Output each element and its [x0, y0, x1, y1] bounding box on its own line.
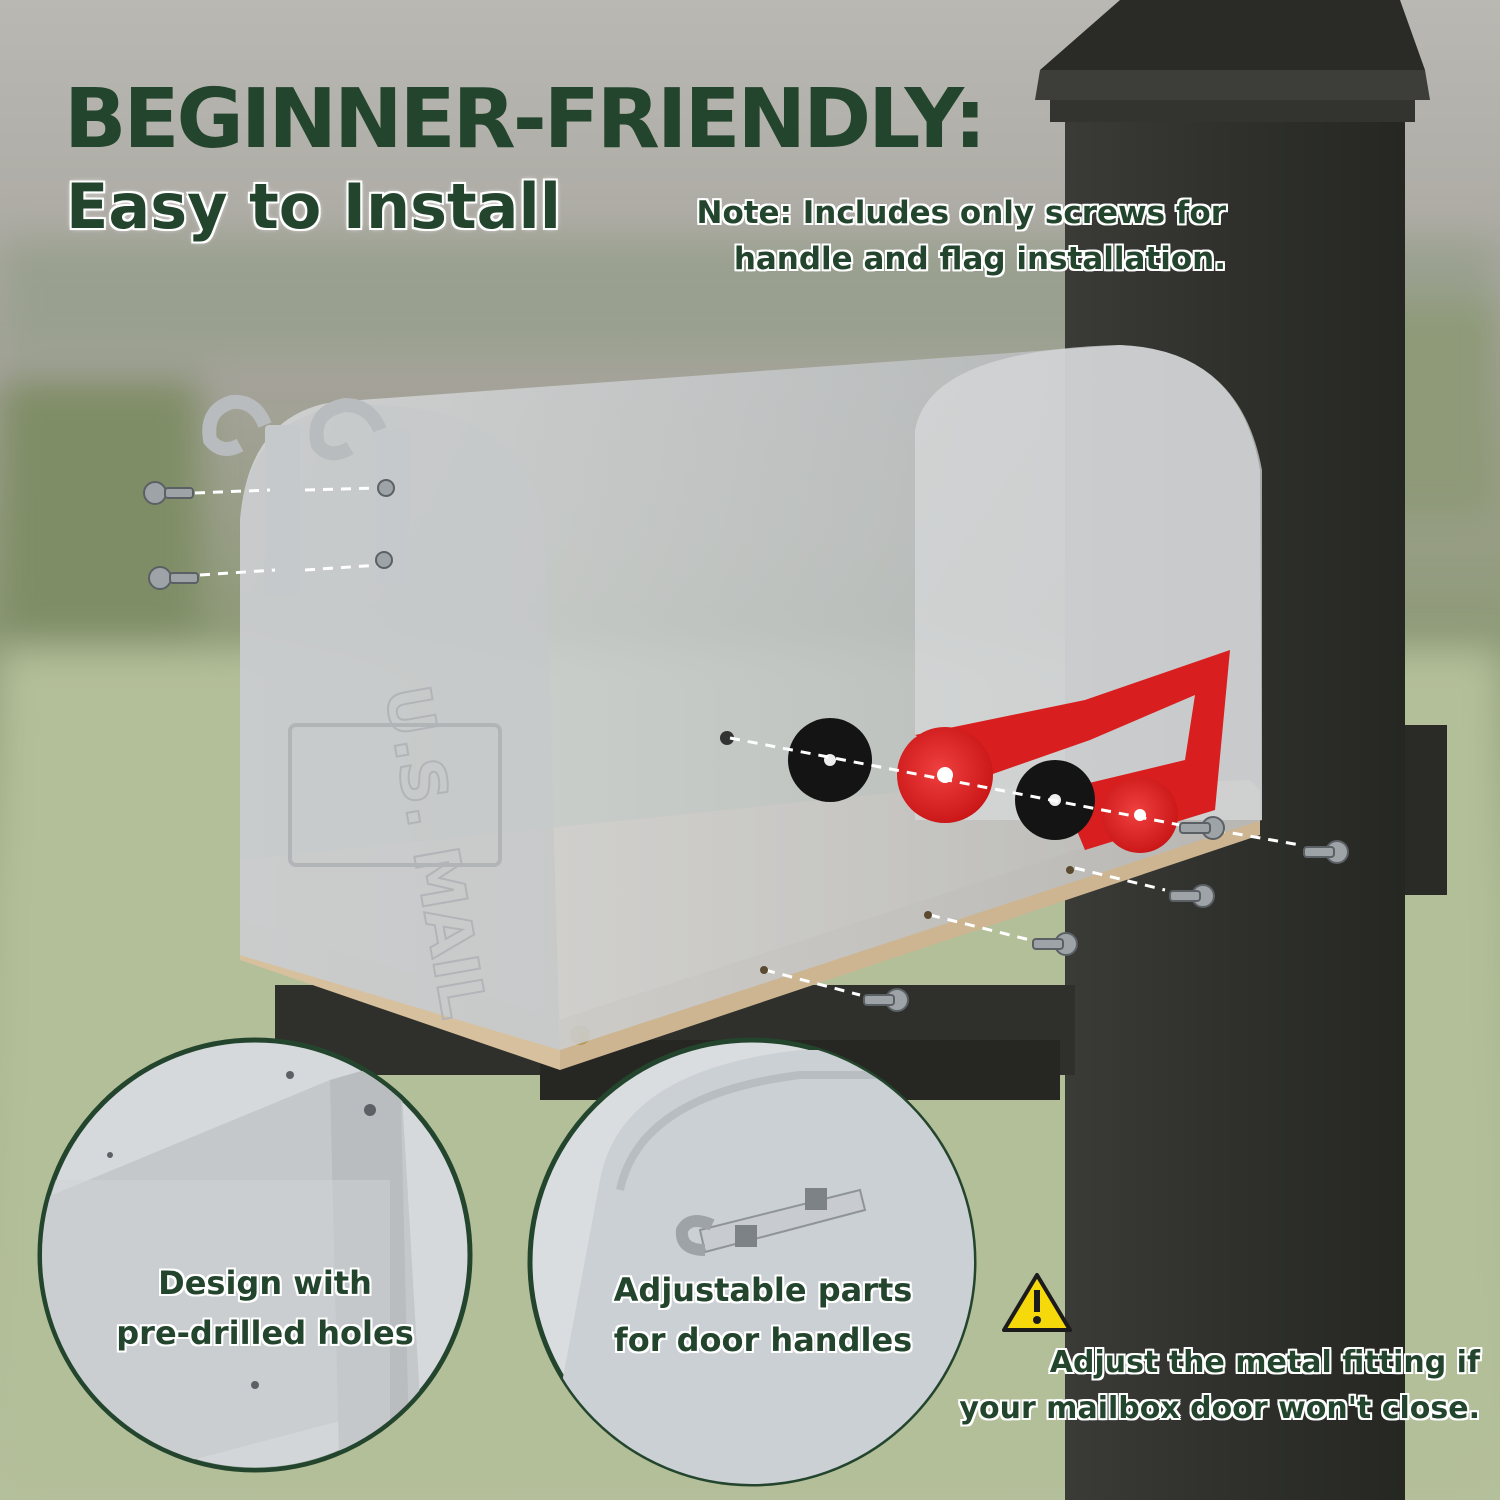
subheadline: Easy to Install — [66, 170, 562, 243]
warning-line: your mailbox door won't close. — [959, 1391, 1480, 1426]
screws — [143, 479, 1349, 1012]
screw-icon — [143, 481, 194, 505]
screw-icon — [863, 988, 909, 1012]
screw-icon — [377, 479, 395, 497]
handle-brackets — [202, 394, 410, 595]
warning-text: Adjust the metal fitting if your mailbox… — [880, 1340, 1480, 1432]
screw-icon — [375, 551, 393, 569]
headline: BEGINNER-FRIENDLY: — [64, 72, 987, 167]
callout-line: Design with — [158, 1264, 372, 1302]
warning-triangle-icon — [1002, 1273, 1072, 1332]
callout-pre-drilled-holes: Design with pre-drilled holes — [60, 1258, 470, 1358]
callout-line: pre-drilled holes — [116, 1314, 414, 1352]
screw-icon — [1303, 840, 1349, 864]
callout-adjustable-parts: Adjustable parts for door handles — [548, 1265, 978, 1365]
callout-line: for door handles — [613, 1321, 913, 1359]
detail-circle-holes — [37, 1037, 473, 1473]
screw-icon — [1179, 816, 1225, 840]
callout-line: Adjustable parts — [613, 1271, 913, 1309]
detail-circle-adjustable — [527, 1037, 977, 1487]
screw-icon — [1032, 932, 1078, 956]
dashed-guides — [194, 486, 1301, 997]
note-text: Note: Includes only screws for handle an… — [696, 195, 1227, 277]
screw-icon — [148, 566, 199, 590]
warning-line: Adjust the metal fitting if — [1049, 1345, 1480, 1380]
screw-icon — [1169, 884, 1215, 908]
mailbox-body: U.S. MAIL — [240, 345, 1262, 1050]
